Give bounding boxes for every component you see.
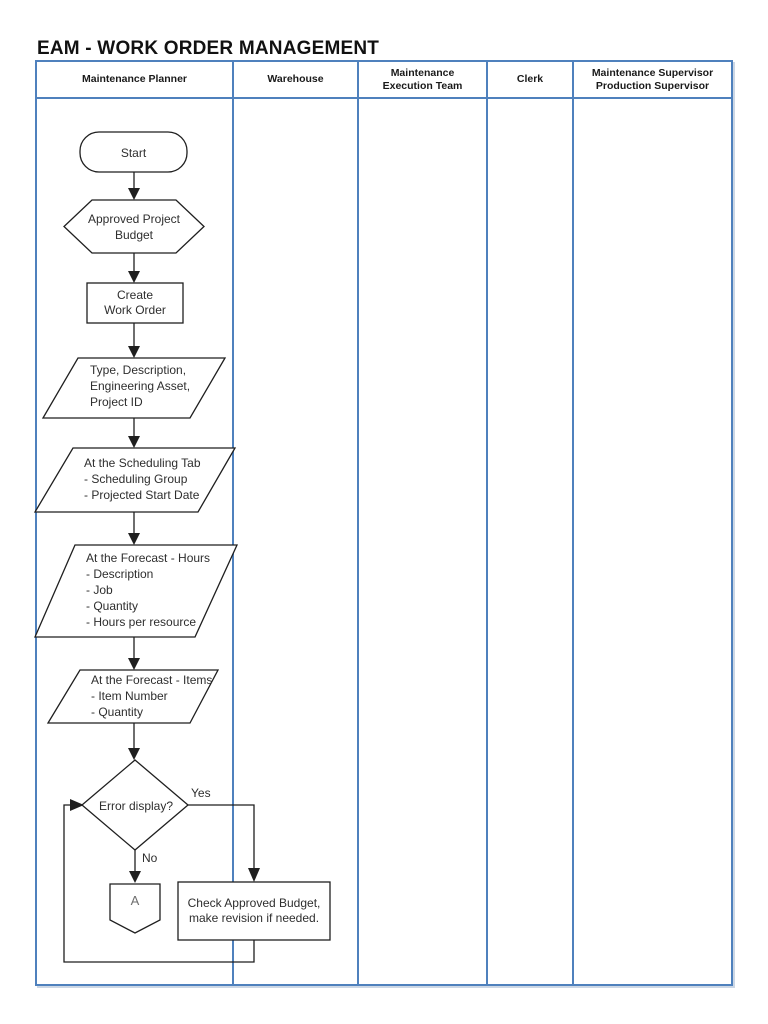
- page-title: EAM - WORK ORDER MANAGEMENT: [37, 38, 380, 59]
- lane-clerk: Clerk: [488, 62, 574, 984]
- lane-body-maintenance-execution-team: [359, 99, 486, 984]
- lane-body-warehouse: [234, 99, 357, 984]
- swimlane-table: Maintenance Planner Warehouse Maintenanc…: [35, 60, 733, 986]
- approved-budget-label: Approved Project Budget: [87, 212, 181, 242]
- start-terminator-label: Start: [120, 146, 147, 160]
- error-display-label: Error display?: [98, 799, 174, 813]
- forecast-hours-label: At the Forecast - Hours - Description - …: [86, 551, 211, 629]
- no-branch-label: No: [142, 851, 158, 865]
- offpage-connector-a-label: A: [130, 893, 140, 908]
- lane-header-clerk: Clerk: [488, 62, 572, 99]
- create-work-order-label: Create Work Order: [104, 288, 166, 317]
- lane-header-maintenance-execution-team: Maintenance Execution Team: [359, 62, 486, 99]
- check-budget-label: Check Approved Budget, make revision if …: [187, 896, 321, 925]
- lane-header-maintenance-planner: Maintenance Planner: [37, 62, 232, 99]
- lane-header-maintenance-supervisor: Maintenance Supervisor Production Superv…: [574, 62, 731, 99]
- scheduling-tab-label: At the Scheduling Tab - Scheduling Group…: [84, 456, 201, 502]
- lane-maintenance-planner: Maintenance Planner: [37, 62, 234, 984]
- wo-details-label: Type, Description, Engineering Asset, Pr…: [90, 363, 191, 409]
- lane-header-warehouse: Warehouse: [234, 62, 357, 99]
- lane-warehouse: Warehouse: [234, 62, 359, 984]
- forecast-items-label: At the Forecast - Items - Item Number - …: [91, 673, 213, 719]
- lane-body-maintenance-supervisor: [574, 99, 731, 984]
- lane-maintenance-execution-team: Maintenance Execution Team: [359, 62, 488, 984]
- lane-maintenance-supervisor: Maintenance Supervisor Production Superv…: [574, 62, 731, 984]
- yes-branch-label: Yes: [191, 786, 211, 800]
- lane-body-clerk: [488, 99, 572, 984]
